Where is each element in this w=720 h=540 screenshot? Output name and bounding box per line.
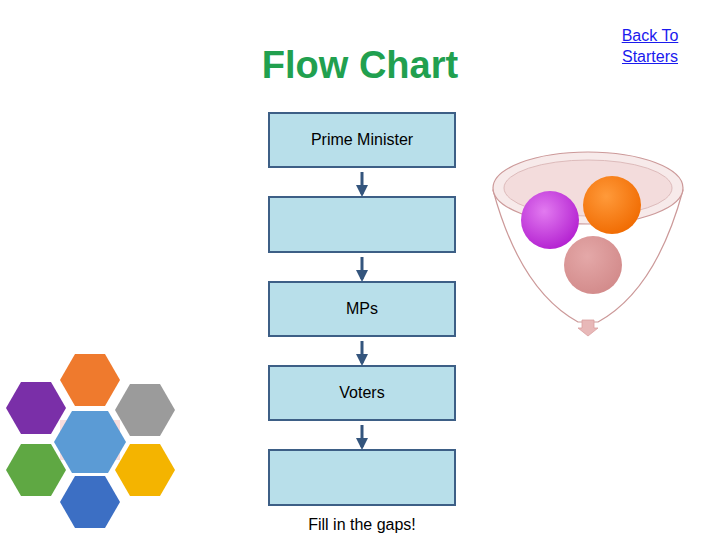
hexagon-cluster (6, 354, 175, 528)
flow-arrow (361, 341, 364, 363)
flow-arrow (361, 172, 364, 194)
flow-arrow (361, 257, 364, 279)
box-text: Prime Minister (311, 131, 413, 149)
process-box (268, 449, 456, 506)
process-box (268, 196, 456, 253)
hexagon (54, 411, 126, 473)
hexagon (115, 384, 175, 436)
funnel-illustration (493, 152, 683, 336)
funnel-ball (564, 236, 622, 294)
hexagon (6, 444, 66, 496)
funnel-inner (504, 160, 672, 216)
process-box: MPs (268, 281, 456, 337)
hexagon (60, 354, 120, 406)
hex-link (60, 420, 120, 460)
process-box: Prime Minister (268, 112, 456, 168)
funnel-cone (493, 190, 683, 322)
funnel-arrow (578, 320, 598, 336)
funnel-rim (493, 152, 683, 224)
hexagon (6, 382, 66, 434)
box-text: Voters (339, 384, 384, 402)
funnel-ball (583, 176, 641, 234)
hexagon (60, 476, 120, 528)
hexagon (115, 444, 175, 496)
instruction-note: Fill in the gaps! (262, 515, 462, 536)
process-box: Voters (268, 365, 456, 421)
funnel-ball (521, 191, 579, 249)
slide-title: Flow Chart (220, 44, 500, 87)
flow-arrow (361, 425, 364, 447)
box-text: MPs (346, 300, 378, 318)
nav-link: Back To Starters (610, 26, 690, 68)
